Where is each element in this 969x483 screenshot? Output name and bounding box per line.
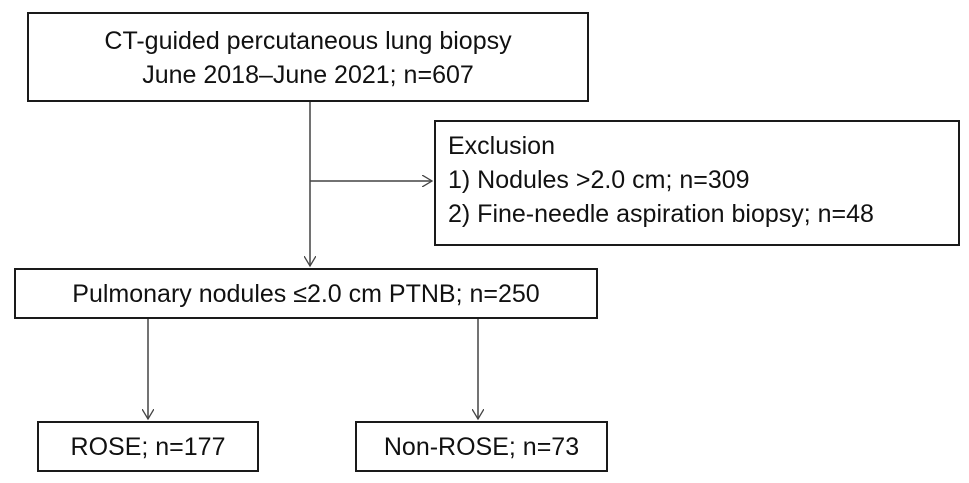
rose-group-box: ROSE; n=177 <box>37 421 259 472</box>
non-rose-group-label: Non-ROSE; n=73 <box>383 433 580 461</box>
exclusion-box: Exclusion 1) Nodules >2.0 cm; n=309 2) F… <box>434 120 960 246</box>
exclusion-title: Exclusion <box>448 132 555 160</box>
cohort-label: Pulmonary nodules ≤2.0 cm PTNB; n=250 <box>72 280 540 308</box>
cohort-box: Pulmonary nodules ≤2.0 cm PTNB; n=250 <box>14 268 598 319</box>
source-title: CT-guided percutaneous lung biopsy <box>104 27 512 55</box>
non-rose-group-box: Non-ROSE; n=73 <box>355 421 608 472</box>
source-population-box: CT-guided percutaneous lung biopsy June … <box>27 12 589 102</box>
exclusion-item: 1) Nodules >2.0 cm; n=309 <box>448 166 750 194</box>
rose-group-label: ROSE; n=177 <box>70 433 226 461</box>
exclusion-item: 2) Fine-needle aspiration biopsy; n=48 <box>448 200 874 228</box>
source-period-count: June 2018–June 2021; n=607 <box>142 61 474 89</box>
